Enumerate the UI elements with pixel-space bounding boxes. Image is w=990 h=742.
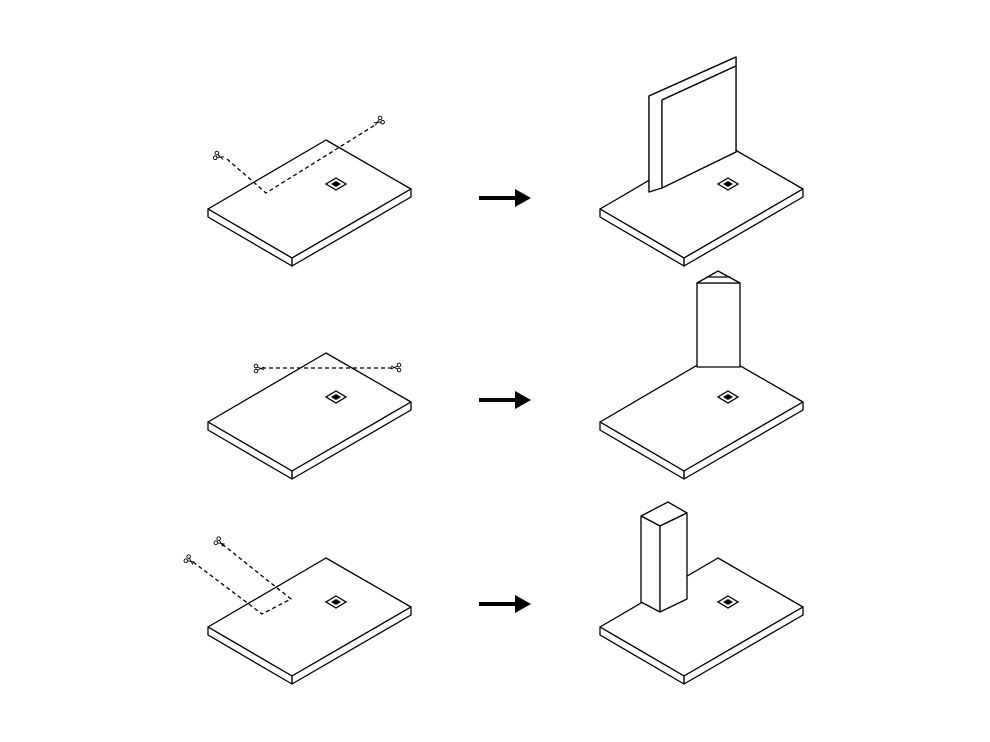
scissors-icon [212,535,227,550]
scissors-icon [371,114,386,129]
right-arrow-icon [477,187,533,209]
row-3-before-plate [182,535,412,685]
scissors-icon [390,362,402,373]
row-1-cut-line [226,124,376,194]
row-1-after-plate [599,56,804,267]
row-1-before-plate [207,114,412,267]
row-2-before-plate [207,352,412,480]
right-arrow-icon [477,593,533,615]
column-right-face [659,512,688,613]
row-3-after-plate [599,501,804,685]
column-left-face [640,515,661,613]
tower-body [696,282,741,368]
scissors-icon [212,150,226,163]
wall-panel-face [661,65,737,189]
row-3-cut-line [192,543,293,615]
row-3 [182,501,804,685]
row-2-after-plate [599,270,804,480]
scissors-icon [182,553,197,568]
row-1 [207,56,804,267]
right-arrow-icon [477,389,533,411]
row-2 [207,270,804,480]
